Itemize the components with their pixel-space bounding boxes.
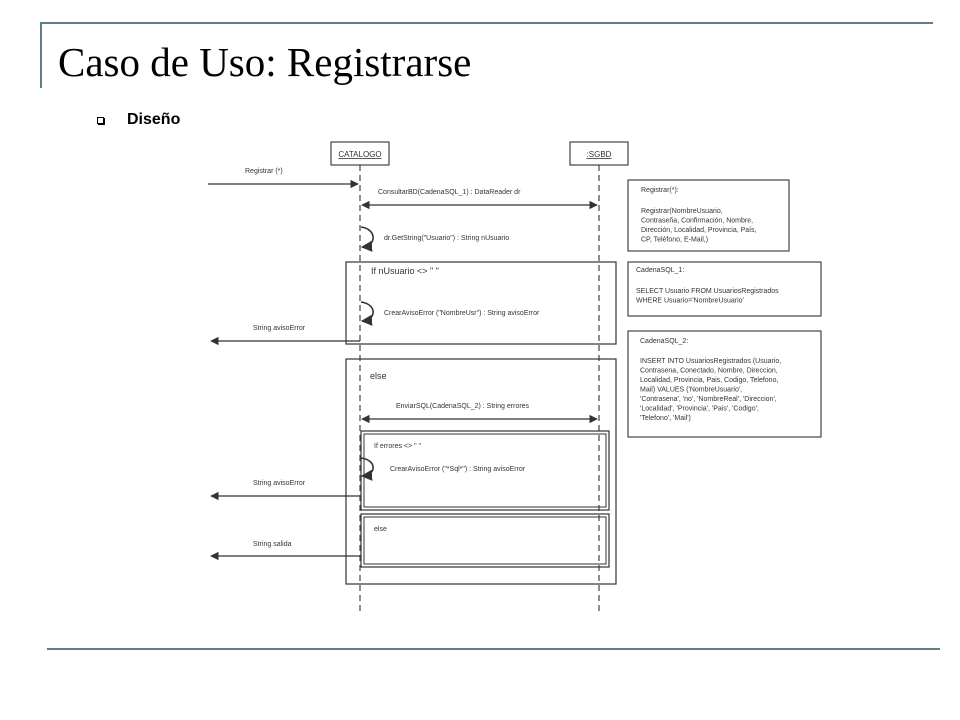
svg-text:Registrar(*): Registrar(: Registrar(*): Registrar(NombreUsuario, C… [641,187,759,244]
note-cadenasql-2: CadenaSQL_2: INSERT INTO UsuariosRegistr… [627,330,822,438]
slide-title: Caso de Uso: Registrarse [58,39,472,85]
message-enviar-label: EnviarSQL(CadenaSQL_2) : String errores [396,403,530,410]
note-cadenasql-2-line: CadenaSQL_2: [640,338,688,345]
note-registrar-line: CP, Teléfono, E-Mail,) [641,237,708,244]
lifeline-catalogo-label: CATALOGO [338,150,381,159]
message-enviar: EnviarSQL(CadenaSQL_2) : String errores [361,403,598,424]
note-cadenasql-2-line: 'Contrasena', 'no', 'NombreReal', 'Direc… [640,396,777,403]
top-rule [40,22,933,24]
frame-if-nusuario-label: If nUsuario <> " " [371,266,439,276]
lifeline-sgbd: :SGBD [569,141,629,614]
note-registrar-line: Registrar(*): [641,187,679,194]
note-registrar-line: Registrar(NombreUsuario, [641,208,723,215]
frame-else-inner-label: else [374,526,387,533]
message-consultar: ConsultarBD(CadenaSQL_1) : DataReader dr [361,189,598,210]
svg-text:CadenaSQL_2: INSERT INTO: CadenaSQL_2: INSERT INTO UsuariosRegistr… [640,338,783,422]
message-registrar: Registrar (*) [208,168,359,189]
bullet-item: Diseño [97,111,180,129]
left-rule [40,22,42,88]
message-consultar-label: ConsultarBD(CadenaSQL_1) : DataReader dr [378,189,521,196]
message-registrar-label: Registrar (*) [245,168,283,175]
square-bullet-icon [97,116,104,124]
return-aviso-2-label: String avisoError [253,480,306,487]
frame-else-outer: else [345,358,617,585]
note-registrar-line: Contraseña, Confirmación, Nombre, [641,218,753,225]
bullet-label: Diseño [127,111,181,128]
note-cadenasql-1: CadenaSQL_1: SELECT Usuario FROM Usuario… [627,261,822,317]
self-call-crear-aviso-1: CrearAvisoError ("NombreUsr") : String a… [360,301,540,326]
return-aviso-1-label: String avisoError [253,325,306,332]
return-salida: String salida [210,541,360,561]
note-cadenasql-2-line: Mail) VALUES ('NombreUsuario', [640,387,742,394]
self-call-getstring-label: dr.GetString("Usuario") : String nUsuari… [384,235,509,242]
lifeline-sgbd-label: :SGBD [587,150,612,159]
note-cadenasql-2-line: 'Localidad', 'Provincia', 'Pais', 'Codig… [640,406,759,413]
note-cadenasql-2-line: INSERT INTO UsuariosRegistrados (Usuario… [640,358,781,365]
note-cadenasql-2-line: 'Telefono', 'Mail') [640,415,691,422]
return-salida-label: String salida [253,541,292,548]
frame-if-errores-label: If errores <> " " [374,443,422,450]
self-call-getstring: dr.GetString("Usuario") : String nUsuari… [360,226,509,252]
note-cadenasql-2-line: Contrasena, Conectado, Nombre, Direccion… [640,368,778,375]
svg-text:CadenaSQL_1: SELECT Usua: CadenaSQL_1: SELECT Usuario FROM Usuario… [636,267,781,305]
frame-if-nusuario: If nUsuario <> " " [345,261,617,345]
lifeline-catalogo: CATALOGO [330,141,390,614]
return-aviso-1: String avisoError [210,325,360,346]
note-registrar: Registrar(*): Registrar(NombreUsuario, C… [627,179,790,252]
self-call-crear-aviso-2: CrearAvisoError ("*Sql*") : String aviso… [360,457,526,481]
self-call-crear-aviso-1-label: CrearAvisoError ("NombreUsr") : String a… [384,310,540,317]
note-registrar-line: Dirección, Localidad, Provincia, País, [641,227,757,234]
note-cadenasql-2-line: Localidad, Provincia, Pais, Codigo, Tele… [640,377,778,384]
frame-else-outer-label: else [370,371,387,381]
return-aviso-2: String avisoError [210,480,360,501]
frame-else-inner: else [360,513,610,568]
note-cadenasql-1-line: CadenaSQL_1: [636,267,684,274]
note-cadenasql-1-line: WHERE Usuario='NombreUsuario' [636,298,744,305]
self-call-crear-aviso-2-label: CrearAvisoError ("*Sql*") : String aviso… [390,466,526,473]
note-cadenasql-1-line: SELECT Usuario FROM UsuariosRegistrados [636,288,779,295]
bottom-rule [47,648,940,650]
